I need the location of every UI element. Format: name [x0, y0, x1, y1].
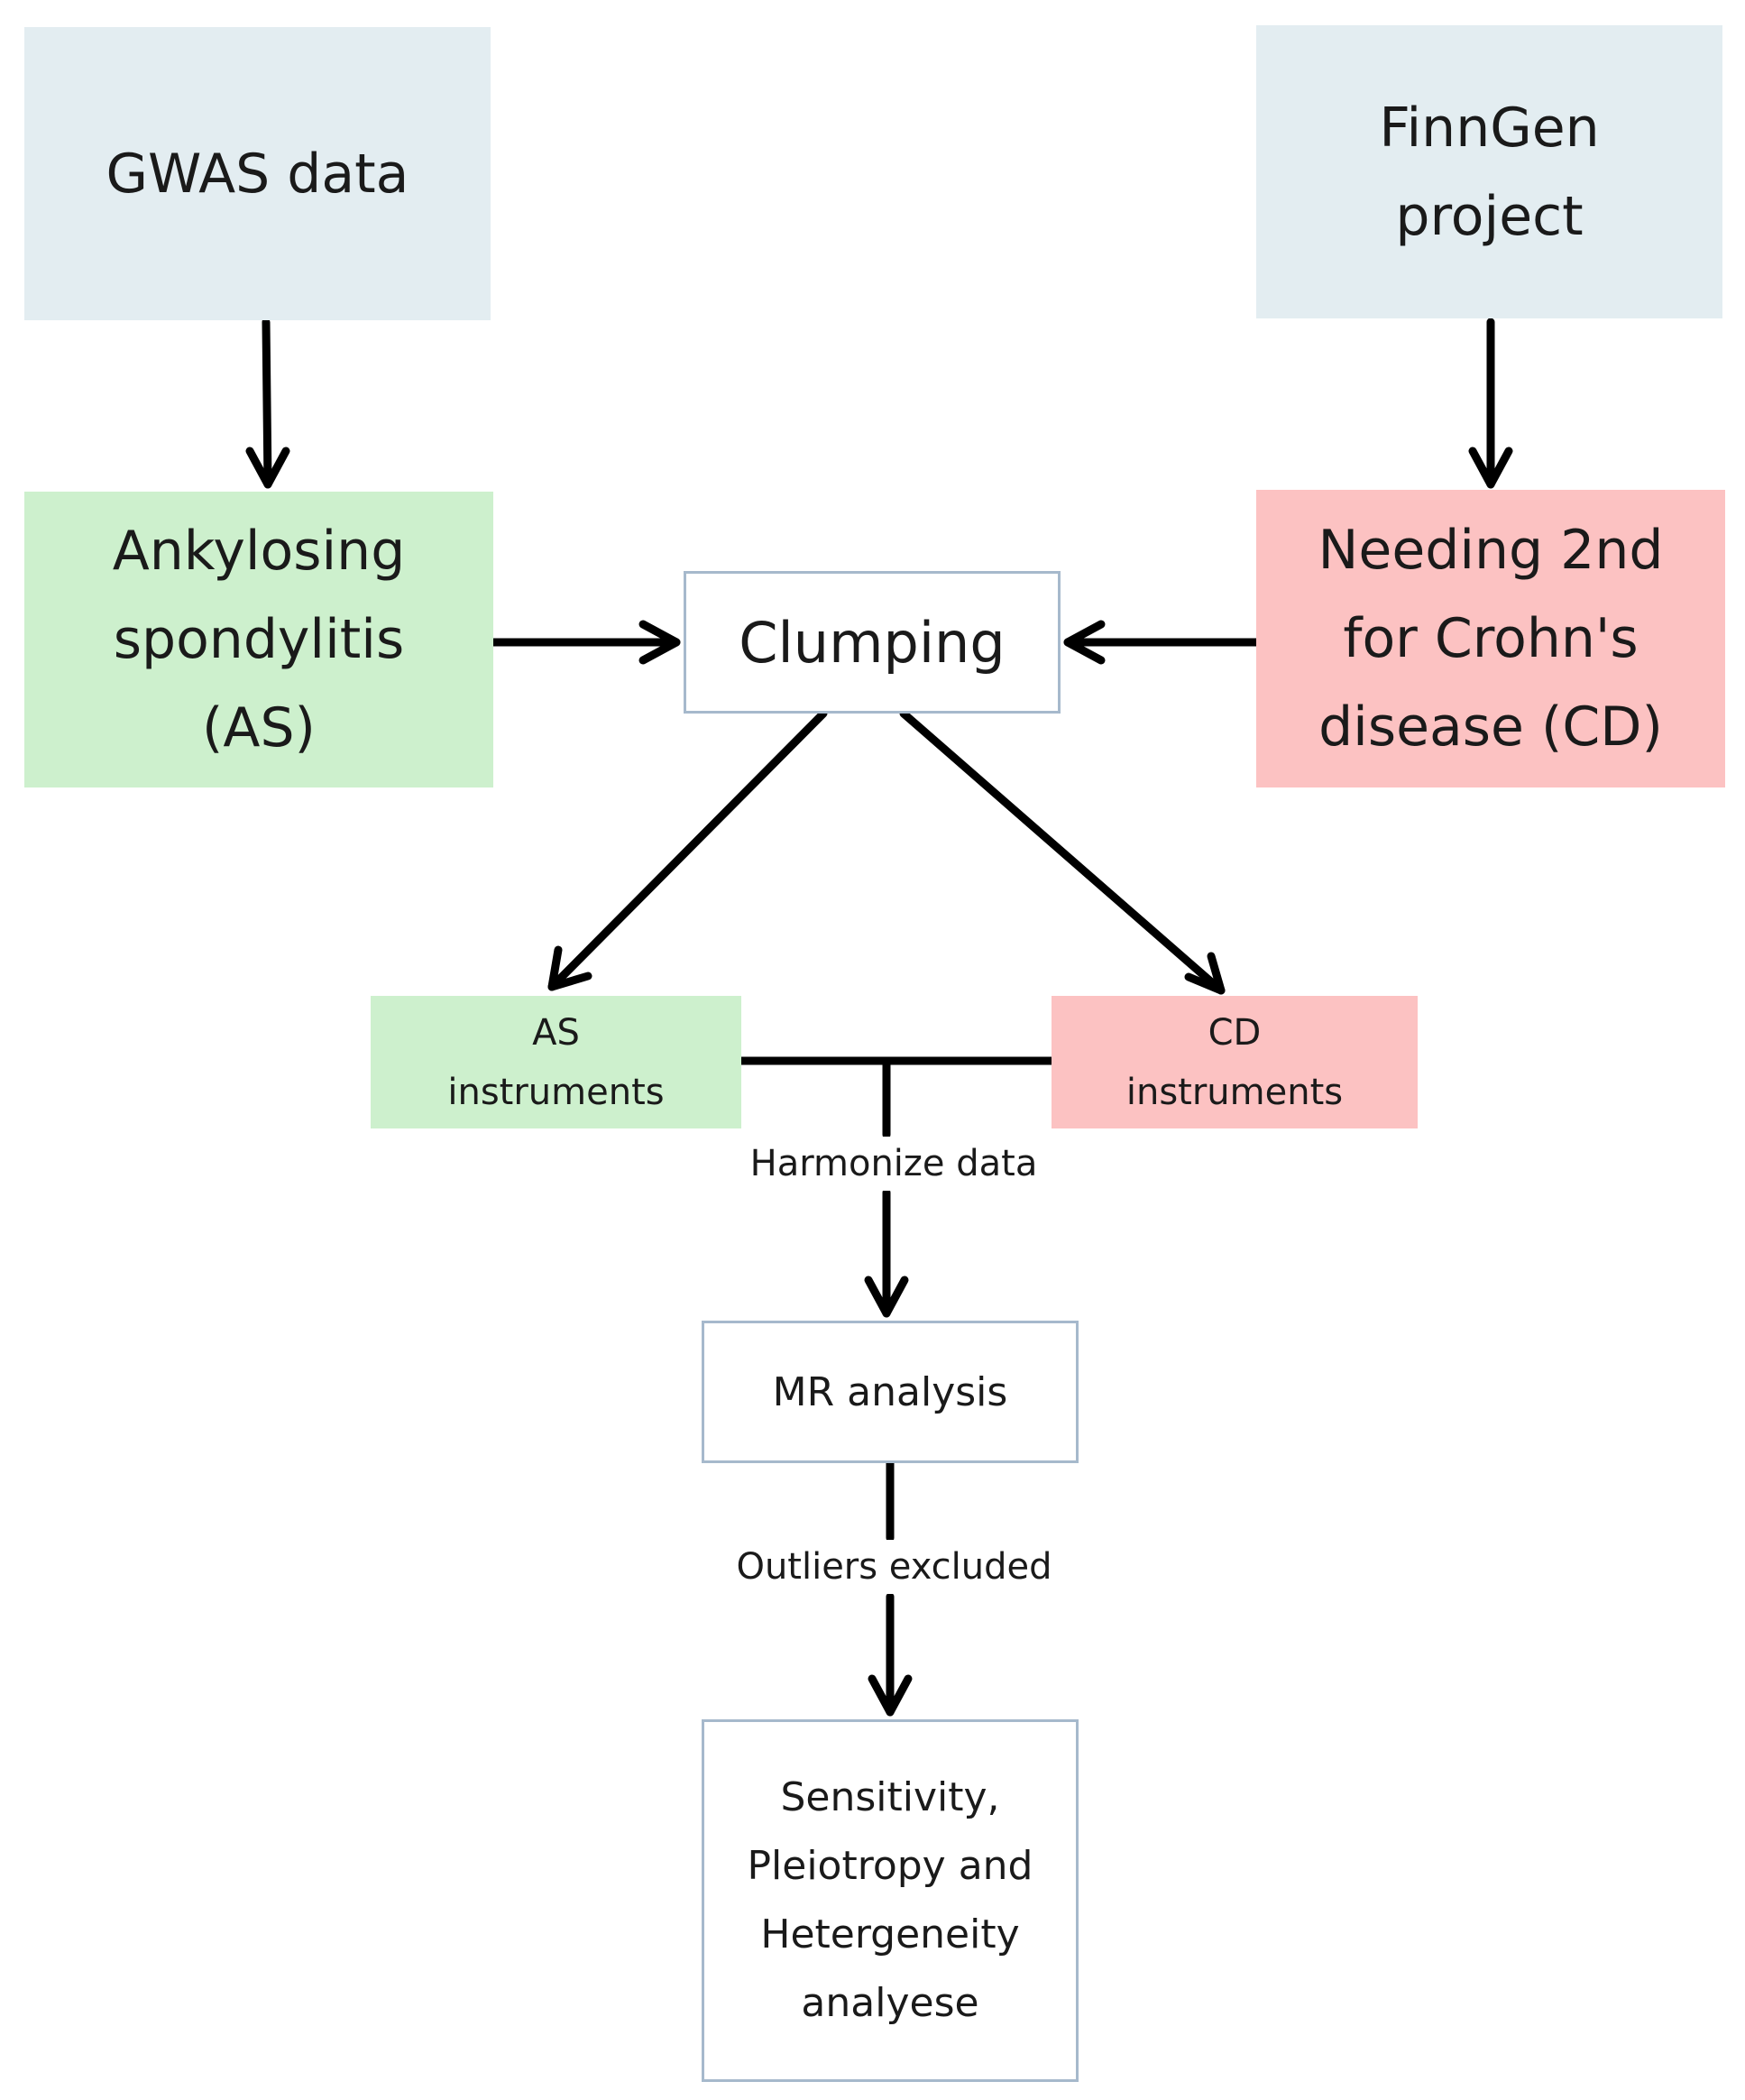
as-label-line-3: (AS)	[202, 696, 316, 760]
arrowhead-clumping-to-cd-instruments	[1184, 952, 1226, 995]
arrow-clumping-to-cd-instruments	[899, 709, 1226, 995]
finngen-label-line-1: FinnGen	[1379, 96, 1600, 160]
arrow-clumping-to-as-instruments	[547, 709, 828, 991]
cd-label-line-3: disease (CD)	[1318, 695, 1663, 759]
sensitivity-label-line-3: Hetergeneity	[760, 1911, 1020, 1957]
cd-instruments-label-line-2: instruments	[1125, 1071, 1344, 1113]
arrow-gwas-to-as	[262, 318, 272, 489]
harmonize-data-label: Harmonize data	[732, 1137, 1055, 1191]
arrowhead-harmonize-to-mr	[864, 1276, 909, 1318]
sensitivity-label-line-4: analyese	[801, 1980, 979, 2026]
arrowhead-outliers-to-sensitivity	[868, 1674, 913, 1717]
as-label-line-2: spondylitis	[113, 608, 405, 671]
arrowhead-gwas-to-as	[245, 447, 290, 489]
finngen-label-line-2: project	[1395, 184, 1584, 248]
gwas-label: GWAS data	[106, 142, 409, 206]
ankylosing-spondylitis-node: Ankylosing spondylitis (AS)	[24, 492, 493, 788]
as-instruments-label-line-1: AS	[532, 1011, 580, 1054]
arrowhead-cd-to-clumping	[1063, 620, 1106, 665]
cd-label-line-1: Needing 2nd	[1318, 519, 1664, 582]
crohns-disease-node: Needing 2nd for Crohn's disease (CD)	[1256, 490, 1725, 788]
as-label-line-1: Ankylosing	[112, 520, 406, 583]
sensitivity-analyses-node: Sensitivity, Pleiotropy and Hetergeneity…	[702, 1719, 1079, 2082]
gwas-data-node: GWAS data	[24, 27, 491, 320]
clumping-node: Clumping	[684, 571, 1061, 714]
arrowhead-clumping-to-as-instruments	[547, 945, 592, 991]
outliers-excluded-label: Outliers excluded	[721, 1540, 1067, 1594]
cd-instruments-node: CD instruments	[1052, 996, 1418, 1128]
cd-label-line-2: for Crohn's	[1343, 607, 1639, 670]
clumping-label: Clumping	[739, 609, 1006, 676]
as-instruments-label-line-2: instruments	[447, 1071, 665, 1113]
sensitivity-label-line-1: Sensitivity,	[780, 1774, 1000, 1820]
sensitivity-label-line-2: Pleiotropy and	[747, 1843, 1033, 1889]
finngen-project-node: FinnGen project	[1256, 25, 1722, 318]
mr-analysis-node: MR analysis	[702, 1321, 1079, 1463]
arrowhead-as-to-clumping	[638, 620, 681, 665]
cd-instruments-label-line-1: CD	[1208, 1011, 1262, 1054]
as-instruments-node: AS instruments	[371, 996, 741, 1128]
arrowhead-finngen-to-cd	[1468, 447, 1513, 489]
mr-analysis-label: MR analysis	[772, 1368, 1008, 1415]
